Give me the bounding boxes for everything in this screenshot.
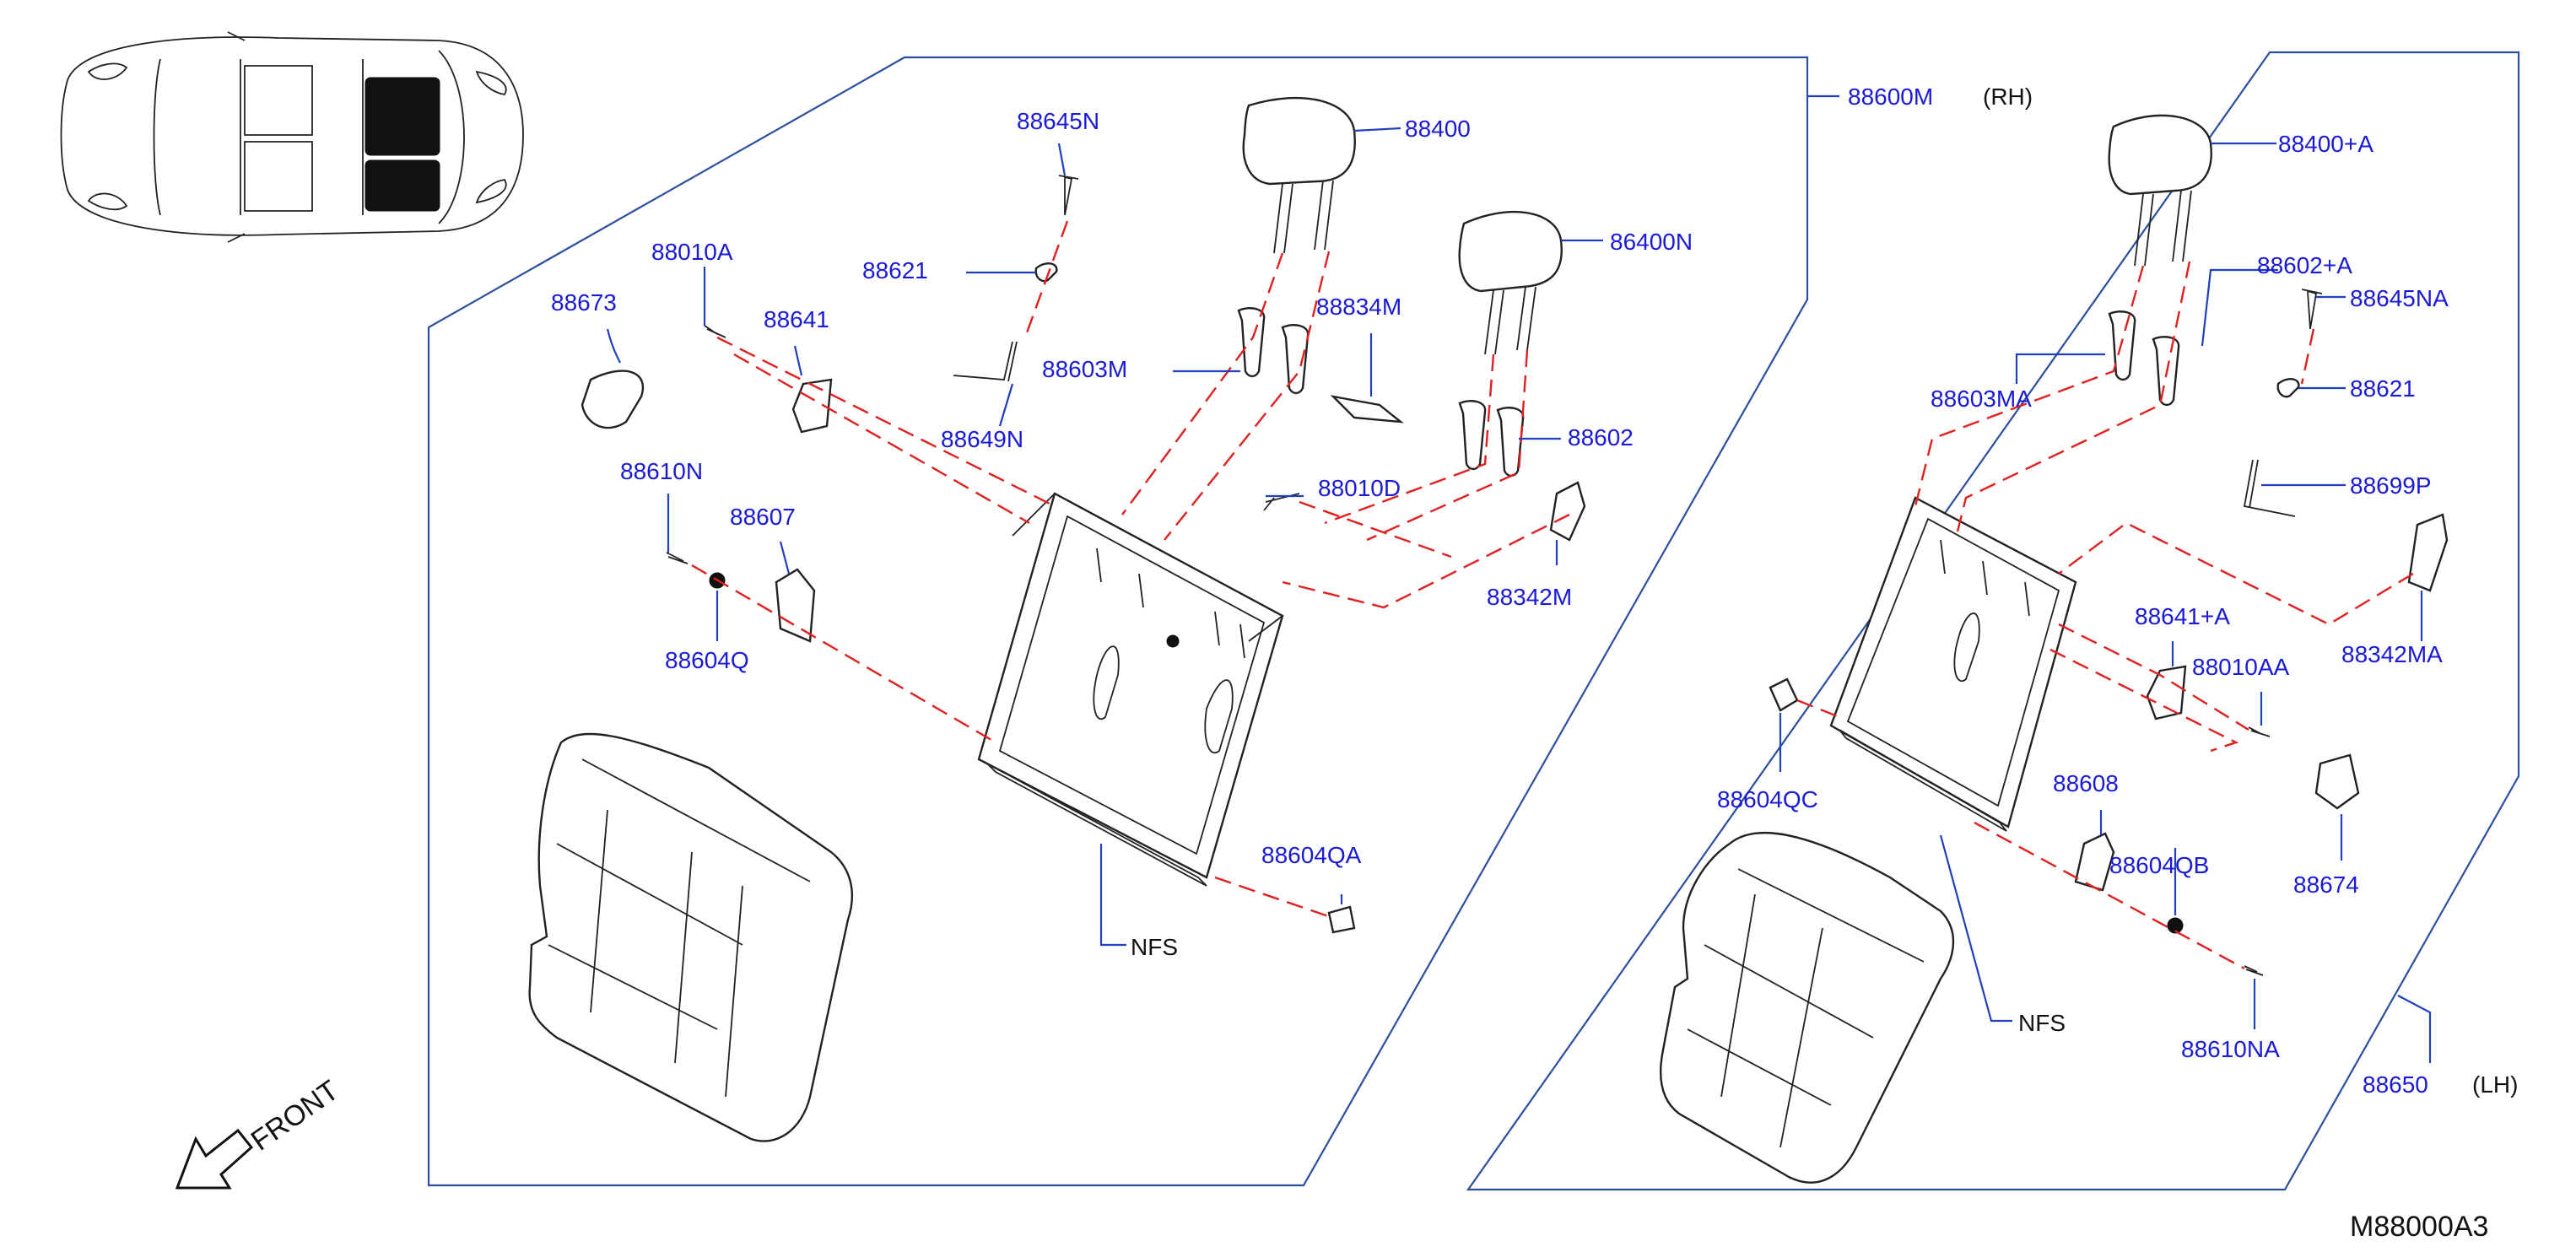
label-88641: 88641 (764, 306, 829, 332)
label-nfs-rh: NFS (1131, 934, 1178, 960)
label-88010D: 88010D (1318, 475, 1401, 501)
front-arrow-icon (175, 1128, 254, 1190)
lh-88674-cover (2314, 753, 2360, 810)
lh-headrest-88400A (2108, 114, 2212, 267)
lh-88608-plate (2074, 832, 2115, 892)
label-88699P: 88699P (2350, 472, 2432, 499)
label-88608: 88608 (2053, 770, 2119, 796)
label-88604QC: 88604QC (1717, 786, 1818, 812)
rh-backrest-frame (977, 492, 1284, 887)
label-88610NA: 88610NA (2181, 1036, 2280, 1062)
label-88607: 88607 (730, 504, 796, 530)
rh-88010A-bolt (704, 325, 726, 338)
rh-dashed-lines (691, 220, 1570, 920)
lh-88621-clip (2276, 378, 2300, 398)
label-88010AA: 88010AA (2192, 654, 2290, 680)
label-88604Q: 88604Q (665, 647, 749, 673)
rh-88621-clip (1034, 262, 1058, 283)
label-nfs-lh: NFS (2018, 1010, 2066, 1036)
lh-88610NA-bolt (2244, 965, 2264, 976)
rh-headrest-88400 (1242, 96, 1356, 254)
lh-88699P-wire (2243, 459, 2296, 517)
lh-headrest-guides (2108, 310, 2180, 407)
car-locator-icon (60, 31, 524, 243)
label-88674: 88674 (2293, 872, 2359, 898)
label-88342MA: 88342MA (2341, 641, 2443, 667)
rh-seatback-cushion (528, 732, 854, 1142)
label-88650: 88650 (2363, 1071, 2428, 1098)
label-88610N: 88610N (620, 458, 703, 484)
label-88673: 88673 (551, 289, 617, 316)
label-88645NA: 88645NA (2350, 285, 2449, 311)
lh-88342MA-cover (2407, 513, 2449, 592)
label-88649N: 88649N (941, 426, 1023, 452)
label-86400N: 86400N (1610, 229, 1693, 255)
label-88010A: 88010A (651, 239, 733, 265)
label-88604QA: 88604QA (1261, 842, 1362, 868)
label-88641A: 88641+A (2135, 603, 2230, 629)
label-88604QB: 88604QB (2109, 852, 2209, 878)
label-88400: 88400 (1405, 116, 1471, 142)
rh-leader-lines (606, 94, 1839, 947)
label-88602A: 88602+A (2257, 252, 2352, 278)
label-88600M: 88600M (1848, 84, 1933, 110)
lh-88645NA-pin (2301, 289, 2323, 330)
diagram-code: M88000A3 (2350, 1211, 2488, 1243)
label-88342M: 88342M (1487, 584, 1572, 610)
rh-headrest-86400N (1458, 210, 1563, 355)
rh-88645N-pin (1058, 175, 1079, 216)
lh-backrest-frame (1829, 496, 2077, 832)
lh-leader-lines (1779, 142, 2432, 1063)
lh-88604QC-cap (1769, 677, 1799, 712)
label-88400A: 88400+A (2278, 131, 2373, 157)
lh-88641A-latch (2146, 665, 2187, 720)
rh-frame (427, 56, 1809, 1187)
rh-headrest-guides (1237, 307, 1525, 478)
label-lh-tag: (LH) (2472, 1071, 2518, 1098)
rh-88010D-bolt (1263, 493, 1300, 511)
label-88621-rh: 88621 (862, 257, 928, 283)
rh-88649N-wire (953, 341, 1018, 382)
label-88603MA: 88603MA (1931, 386, 2032, 412)
label-88603M: 88603M (1042, 356, 1127, 382)
rh-88610N-bolt (666, 552, 689, 564)
rh-88834M-bracket (1330, 395, 1404, 424)
rh-88604QA-cap (1327, 905, 1356, 934)
rh-88342M-cover (1549, 481, 1586, 542)
lh-dashed-lines (1796, 261, 2414, 970)
label-88645N: 88645N (1017, 108, 1099, 134)
lh-seatback-cushion (1660, 831, 1955, 1184)
label-88621-lh: 88621 (2350, 375, 2416, 402)
lh-88604QB-nut (2167, 917, 2184, 934)
lh-88010AA-bolt (2248, 726, 2271, 737)
label-88602: 88602 (1568, 424, 1634, 451)
lh-frame (1466, 51, 2520, 1191)
label-rh-tag: (RH) (1983, 84, 2033, 110)
rh-88607-plate (775, 568, 816, 643)
rh-88673-cover (581, 370, 644, 429)
label-88834M: 88834M (1316, 294, 1401, 320)
front-label: FRONT (246, 1074, 345, 1157)
